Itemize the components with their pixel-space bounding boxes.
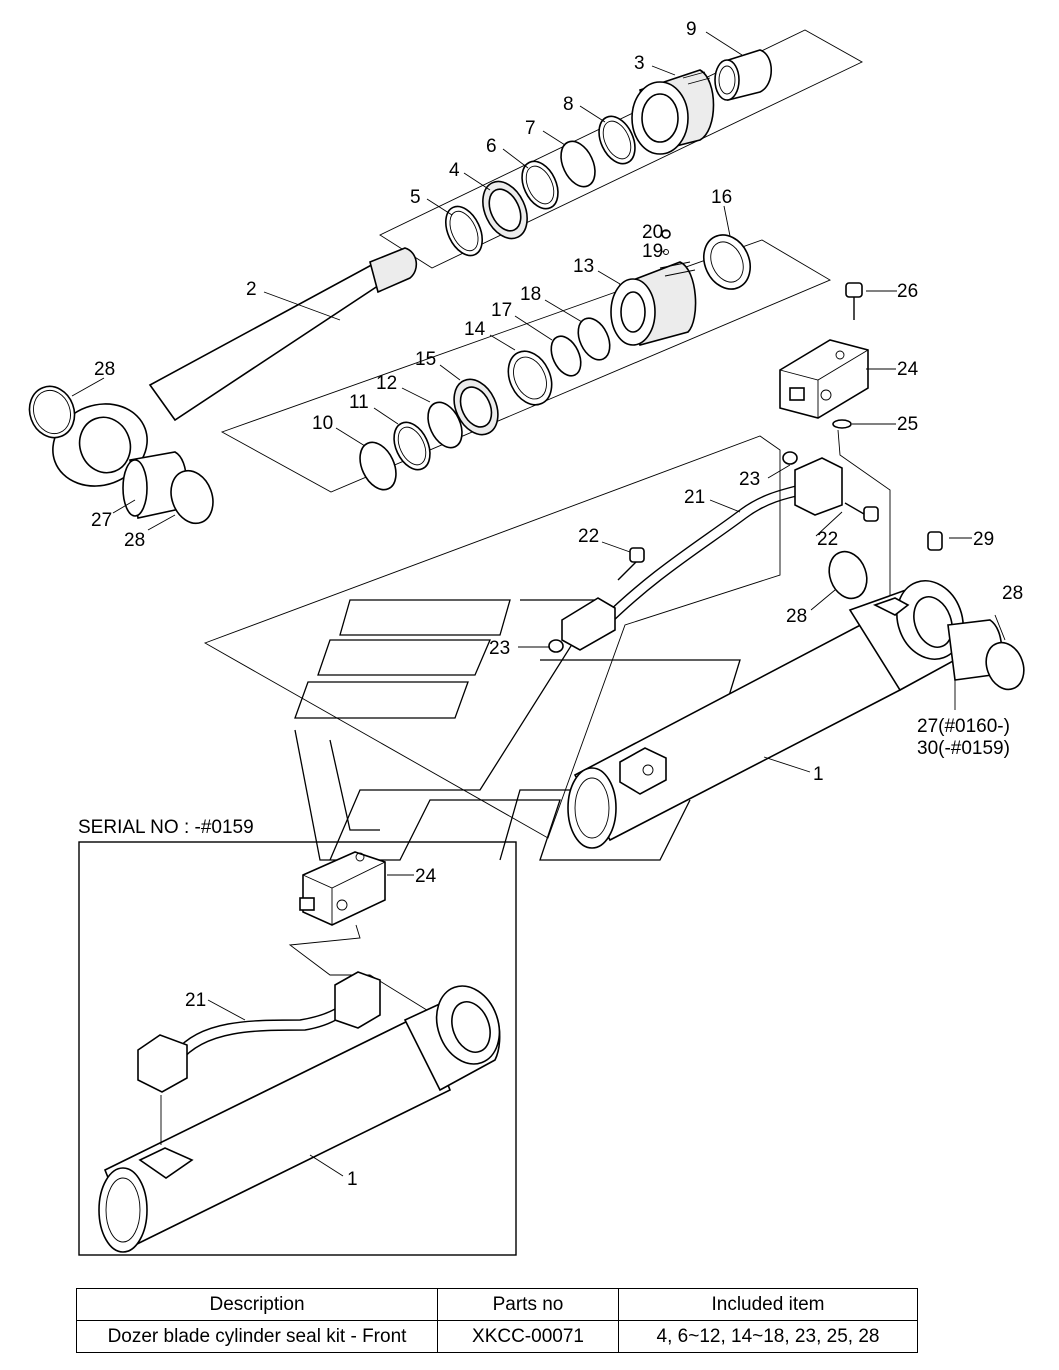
- part-1-cylinder-tube: [567, 531, 1025, 849]
- callout-23-a: 23: [739, 469, 760, 490]
- callout-17: 17: [491, 300, 512, 321]
- callout-21-a: 21: [684, 487, 705, 508]
- part-24-valve-block: [779, 339, 869, 429]
- callout-28-a: 28: [94, 359, 115, 380]
- cell-parts-no: XKCC-00071: [437, 1320, 619, 1353]
- callout-13: 13: [573, 256, 594, 277]
- callout-27-a: 27: [91, 510, 112, 531]
- callout-19: 19: [642, 241, 663, 262]
- callout-15: 15: [415, 349, 436, 370]
- callout-18: 18: [520, 284, 541, 305]
- callout-8: 8: [563, 94, 574, 115]
- callout-labels: 9 3 8 7 6 4 5 2 16 20 19 13 18 17 14 15 …: [91, 19, 1023, 1190]
- callout-23-b: 23: [489, 638, 510, 659]
- callout-28-d: 28: [786, 606, 807, 627]
- callout-30-serial: 30(-#0159): [917, 738, 1010, 759]
- callout-27-serial: 27(#0160-): [917, 716, 1010, 737]
- callout-22-b: 22: [817, 529, 838, 550]
- rod-seal-rings-upper: [445, 115, 636, 257]
- callout-1-b: 1: [347, 1169, 358, 1190]
- piston-seal-rings-lower: [359, 317, 611, 491]
- callout-9: 9: [686, 19, 697, 40]
- callout-10: 10: [312, 413, 333, 434]
- callout-26: 26: [897, 281, 918, 302]
- callout-5: 5: [410, 187, 421, 208]
- header-description: Description: [76, 1288, 438, 1321]
- cell-included-item: 4, 6~12, 14~18, 23, 25, 28: [618, 1320, 918, 1353]
- inset-serial-drawing: [78, 841, 517, 1256]
- part-13-piston: [610, 229, 697, 346]
- callout-leader-lines: [71, 31, 1006, 773]
- part-21-pipe: [548, 451, 879, 653]
- callout-14: 14: [464, 319, 486, 340]
- part-9-bushing: [714, 49, 773, 101]
- part-26-bolt: [845, 282, 863, 320]
- seal-kit-table: Description Parts no Included item Dozer…: [76, 1288, 918, 1353]
- table-row: Dozer blade cylinder seal kit - Front XK…: [76, 1320, 918, 1353]
- header-included-item: Included item: [618, 1288, 918, 1321]
- table-header-row: Description Parts no Included item: [76, 1288, 918, 1321]
- callout-22-a: 22: [578, 526, 599, 547]
- callout-28-b: 28: [124, 530, 145, 551]
- header-parts-no: Parts no: [437, 1288, 619, 1321]
- callout-21-b: 21: [185, 990, 206, 1011]
- callout-2: 2: [246, 279, 257, 300]
- callout-12: 12: [376, 373, 397, 394]
- callout-29: 29: [973, 529, 994, 550]
- callout-24-a: 24: [897, 359, 919, 380]
- callout-7: 7: [525, 118, 536, 139]
- part-3-rod-cover: [631, 69, 715, 155]
- callout-16: 16: [711, 187, 732, 208]
- callout-25: 25: [897, 414, 918, 435]
- callout-6: 6: [486, 136, 497, 157]
- callout-11: 11: [349, 392, 369, 413]
- serial-number-note: SERIAL NO : -#0159: [78, 817, 254, 838]
- part-27-bushing-left: [122, 451, 214, 525]
- callout-20: 20: [642, 222, 663, 243]
- part-2-piston-rod: [28, 247, 418, 487]
- cell-description: Dozer blade cylinder seal kit - Front: [76, 1320, 438, 1353]
- callout-3: 3: [634, 53, 645, 74]
- callout-24-b: 24: [415, 866, 437, 887]
- callout-28-c: 28: [1002, 583, 1023, 604]
- callout-1-a: 1: [813, 764, 824, 785]
- callout-4: 4: [449, 160, 460, 181]
- part-16-wear-ring: [703, 234, 751, 290]
